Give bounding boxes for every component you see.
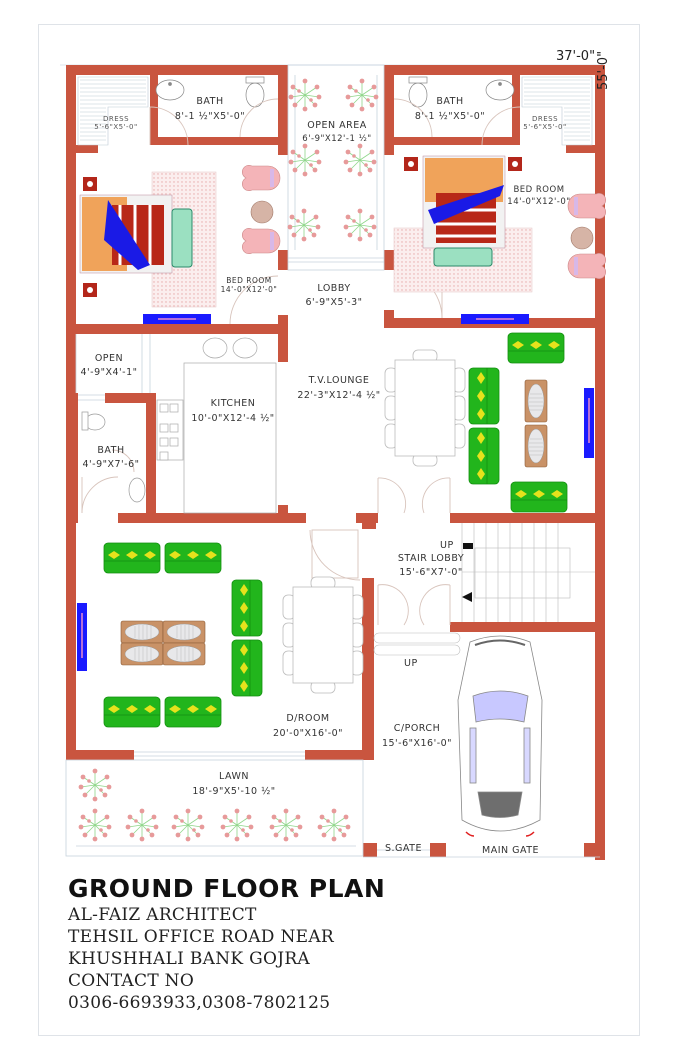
drawing-room-furniture: [77, 542, 364, 728]
room-name: BED ROOM: [226, 276, 272, 285]
room-name: BATH: [196, 96, 224, 107]
room-name: BATH: [436, 96, 464, 107]
room-name: D/ROOM: [286, 713, 330, 724]
room-drawing-room: D/ROOM 20'-0"X16'-0": [268, 713, 348, 739]
stair-up-label: UP: [440, 540, 454, 551]
open-area-plants: [287, 78, 379, 242]
room-name: BATH: [97, 445, 125, 456]
title-block: GROUND FLOOR PLAN AL-FAIZ ARCHITECT TEHS…: [68, 874, 385, 1014]
tv-lounge-furniture: [384, 332, 594, 513]
room-dimension: 8'-1 ½"X5'-0": [414, 111, 486, 122]
room-name: BED ROOM: [513, 185, 565, 195]
room-name: KITCHEN: [210, 398, 256, 409]
room-kitchen: KITCHEN 10'-0"X12'-4 ½": [190, 398, 276, 424]
room-dimension: 14'-0"X12'-0": [507, 197, 571, 207]
room-dimension: 4'-9"X4'-1": [80, 367, 138, 378]
room-dimension: 20'-0"X16'-0": [272, 728, 344, 739]
side-gate-label: S.GATE: [385, 843, 422, 854]
room-dimension: 18'-9"X5'-10 ½": [192, 786, 276, 797]
contact-label: CONTACT NO: [68, 971, 195, 991]
room-tv-lounge: T.V.LOUNGE 22'-3"X12'-4 ½": [292, 375, 386, 401]
room-name: OPEN: [94, 353, 124, 364]
room-dimension: 15'-6"X7'-0": [399, 567, 463, 578]
bedroom-right-furniture: [393, 155, 607, 324]
room-name: C/PORCH: [393, 723, 441, 734]
main-gate-label: MAIN GATE: [482, 845, 540, 856]
room-dimension: 14'-0"X12'-0": [220, 285, 278, 294]
room-open-area: OPEN AREA 6'-9"X12'-1 ½": [290, 120, 384, 144]
room-name: STAIR LOBBY: [397, 553, 465, 564]
kitchen-fixtures: [156, 337, 277, 514]
room-name: OPEN AREA: [307, 120, 367, 131]
room-name: T.V.LOUNGE: [308, 375, 370, 386]
overall-width-dimension: 37'-0": [556, 49, 596, 64]
room-dimension: 5'-6"X5'-0": [523, 123, 567, 131]
architect-name: AL-FAIZ ARCHITECT: [68, 905, 257, 925]
room-name: LOBBY: [317, 283, 351, 294]
room-lobby: LOBBY 6'-9"X5'-3": [292, 283, 376, 308]
floor-plan: [60, 64, 607, 860]
walls: [66, 65, 605, 860]
room-car-porch: C/PORCH 15'-6"X16'-0": [374, 723, 460, 749]
room-bath-small: BATH 4'-9"X7'-6": [78, 445, 144, 470]
room-name: DRESS: [102, 115, 130, 123]
room-stair-lobby: STAIR LOBBY 15'-6"X7'-0": [388, 553, 474, 578]
room-open-small: OPEN 4'-9"X4'-1": [76, 353, 142, 378]
room-bath-left: BATH 8'-1 ½"X5'-0": [160, 96, 260, 122]
room-dimension: 15'-6"X16'-0": [381, 738, 453, 749]
staircase: [373, 523, 595, 656]
room-name: LAWN: [219, 771, 249, 782]
plan-title: GROUND FLOOR PLAN: [68, 874, 386, 903]
bedroom-left-furniture: [79, 164, 281, 324]
room-name: DRESS: [531, 115, 559, 123]
room-lawn: LAWN 18'-9"X5'-10 ½": [186, 771, 282, 797]
room-dimension: 22'-3"X12'-4 ½": [297, 390, 381, 401]
room-dimension: 6'-9"X12'-1 ½": [302, 134, 372, 144]
car-icon: [457, 635, 543, 837]
room-dimension: 5'-6"X5'-0": [94, 123, 138, 131]
room-dimension: 10'-0"X12'-4 ½": [191, 413, 275, 424]
room-bedroom-right: BED ROOM 14'-0"X12'-0": [506, 185, 572, 207]
address-line-1: TEHSIL OFFICE ROAD NEAR: [68, 927, 335, 947]
room-dimension: 6'-9"X5'-3": [305, 297, 363, 308]
contact-numbers: 0306-6693933,0308-7802125: [68, 993, 331, 1013]
address-line-2: KHUSHHALI BANK GOJRA: [68, 949, 310, 969]
room-dimension: 4'-9"X7'-6": [82, 459, 140, 470]
porch-up-label: UP: [404, 658, 418, 669]
room-dimension: 8'-1 ½"X5'-0": [174, 111, 246, 122]
room-bath-right: BATH 8'-1 ½"X5'-0": [400, 96, 500, 122]
overall-depth-dimension: 55'-0": [596, 50, 611, 90]
